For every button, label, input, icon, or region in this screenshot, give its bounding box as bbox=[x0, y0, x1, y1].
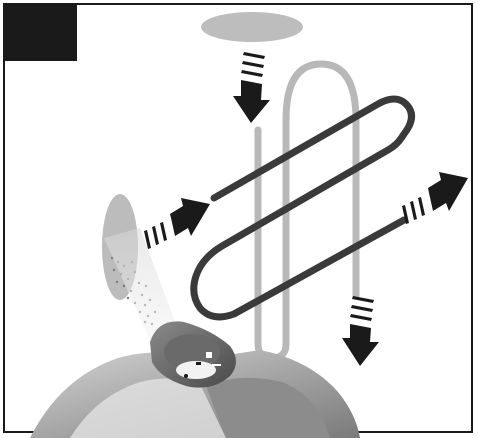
figure-label-badge bbox=[5, 5, 77, 61]
arrow-down-icon bbox=[233, 52, 270, 123]
appliance-highlight bbox=[70, 378, 226, 438]
nozzle-head bbox=[150, 321, 236, 388]
spray-cone bbox=[104, 228, 178, 340]
arrow-down-out-icon bbox=[342, 296, 379, 366]
light-wire-loop bbox=[254, 60, 360, 362]
dark-wire-loop bbox=[190, 95, 415, 321]
arrow-right-icon bbox=[144, 198, 210, 249]
appliance-shadow bbox=[206, 377, 330, 438]
arrow-up-right-icon bbox=[402, 172, 468, 224]
steam-cloud-icon bbox=[201, 12, 303, 42]
